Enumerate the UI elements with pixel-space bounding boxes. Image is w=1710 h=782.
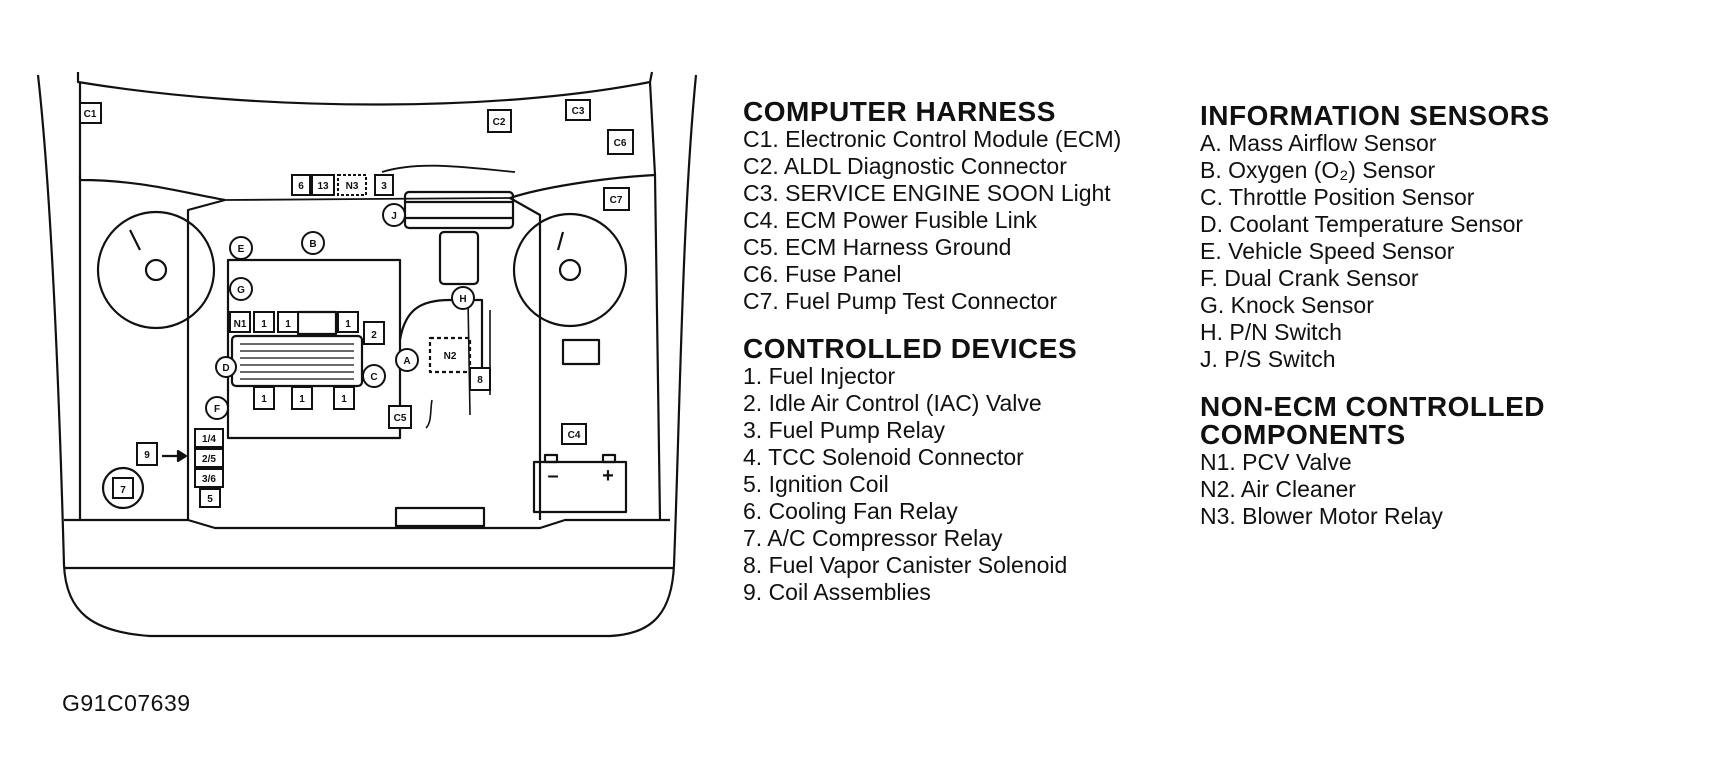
label-h: H bbox=[459, 294, 466, 305]
legend-non-ecm: NON-ECM CONTROLLED COMPONENTS N1. PCV Va… bbox=[1200, 393, 1550, 530]
label-b: B bbox=[309, 239, 316, 250]
label-n3: N3 bbox=[346, 181, 359, 192]
legend-heading: CONTROLLED DEVICES bbox=[743, 333, 1078, 364]
legend-item: 1. Fuel Injector bbox=[743, 363, 896, 389]
hood-line bbox=[76, 71, 654, 106]
label-1b: 1 bbox=[285, 319, 291, 330]
label-c4: C4 bbox=[568, 430, 581, 441]
legend-item: C2. ALDL Diagnostic Connector bbox=[743, 153, 1067, 179]
right-fender bbox=[509, 81, 657, 200]
legend-item: C6. Fuse Panel bbox=[743, 261, 902, 287]
filter-canister bbox=[438, 230, 480, 286]
legend-item: C5. ECM Harness Ground bbox=[743, 234, 1012, 260]
legend-left: COMPUTER HARNESS C1. Electronic Control … bbox=[743, 98, 1121, 626]
left-strut-tower bbox=[96, 210, 216, 330]
battery-minus-label: – bbox=[547, 465, 558, 487]
label-c6: C6 bbox=[614, 138, 627, 149]
legend-item: 8. Fuel Vapor Canister Solenoid bbox=[743, 552, 1068, 578]
legend-heading: COMPUTER HARNESS bbox=[743, 96, 1056, 127]
label-c7: C7 bbox=[610, 195, 623, 206]
legend-heading: INFORMATION SENSORS bbox=[1200, 100, 1550, 131]
label-2: 2 bbox=[371, 330, 377, 341]
label-n1: N1 bbox=[234, 319, 247, 330]
lower-bumper bbox=[64, 518, 670, 530]
legend-item: C3. SERVICE ENGINE SOON Light bbox=[743, 180, 1111, 206]
label-1d: 1 bbox=[261, 394, 267, 405]
legend-item: C. Throttle Position Sensor bbox=[1200, 184, 1475, 210]
label-c5: C5 bbox=[394, 413, 407, 424]
label-3: 3 bbox=[381, 181, 387, 192]
battery-plus-label: + bbox=[602, 465, 614, 487]
label-1e: 1 bbox=[299, 394, 305, 405]
legend-item: 2. Idle Air Control (IAC) Valve bbox=[743, 390, 1042, 416]
legend-controlled-devices: CONTROLLED DEVICES 1. Fuel Injector 2. I… bbox=[743, 335, 1121, 606]
label-7: 7 bbox=[120, 485, 126, 496]
legend-item: B. Oxygen (O₂) Sensor bbox=[1200, 157, 1436, 183]
battery bbox=[532, 460, 628, 514]
legend-heading: COMPONENTS bbox=[1200, 419, 1406, 450]
legend-information-sensors: INFORMATION SENSORS A. Mass Airflow Sens… bbox=[1200, 102, 1550, 373]
label-1c: 1 bbox=[345, 319, 351, 330]
label-9: 9 bbox=[144, 450, 150, 461]
label-e: E bbox=[238, 244, 245, 255]
label-13: 13 bbox=[317, 181, 329, 192]
label-j: J bbox=[391, 211, 397, 222]
legend-item: N2. Air Cleaner bbox=[1200, 476, 1356, 502]
label-8: 8 bbox=[477, 375, 483, 386]
engine-block bbox=[226, 258, 402, 440]
legend-item: C1. Electronic Control Module (ECM) bbox=[743, 126, 1122, 152]
label-c1: C1 bbox=[84, 109, 97, 120]
right-strut-tower bbox=[512, 212, 628, 328]
legend-item: 4. TCC Solenoid Connector bbox=[743, 444, 1024, 470]
label-25: 2/5 bbox=[202, 454, 216, 465]
legend-item: C4. ECM Power Fusible Link bbox=[743, 207, 1037, 233]
label-1a: 1 bbox=[261, 319, 267, 330]
label-f: F bbox=[214, 404, 220, 415]
legend-item: J. P/S Switch bbox=[1200, 346, 1336, 372]
legend-heading: NON-ECM CONTROLLED bbox=[1200, 391, 1545, 422]
legend-item: 5. Ignition Coil bbox=[743, 471, 889, 497]
legend-item: E. Vehicle Speed Sensor bbox=[1200, 238, 1455, 264]
legend-item: H. P/N Switch bbox=[1200, 319, 1342, 345]
legend-right: INFORMATION SENSORS A. Mass Airflow Sens… bbox=[1200, 102, 1550, 550]
legend-item: N1. PCV Valve bbox=[1200, 449, 1352, 475]
engine-compartment-diagram: C1 C2 C3 C4 C5 C6 C7 N3 N1 N2 6 13 3 1 1… bbox=[36, 71, 698, 638]
label-n2: N2 bbox=[444, 351, 457, 362]
coil-assembly-circle bbox=[101, 466, 145, 510]
label-c: C bbox=[370, 372, 377, 383]
legend-item: 3. Fuel Pump Relay bbox=[743, 417, 945, 443]
figure-id: G91C07639 bbox=[62, 690, 191, 716]
label-c3: C3 bbox=[572, 106, 585, 117]
label-6: 6 bbox=[298, 181, 304, 192]
engine-bay bbox=[186, 197, 542, 520]
legend-item: G. Knock Sensor bbox=[1200, 292, 1374, 318]
label-a: A bbox=[403, 356, 410, 367]
body-outline bbox=[36, 74, 698, 638]
legend-item: 6. Cooling Fan Relay bbox=[743, 498, 958, 524]
legend-item: A. Mass Airflow Sensor bbox=[1200, 130, 1437, 156]
legend-computer-harness: COMPUTER HARNESS C1. Electronic Control … bbox=[743, 98, 1121, 315]
label-36: 3/6 bbox=[202, 474, 216, 485]
label-c2: C2 bbox=[493, 117, 506, 128]
label-d: D bbox=[222, 363, 229, 374]
legend-item: D. Coolant Temperature Sensor bbox=[1200, 211, 1524, 237]
legend-item: 7. A/C Compressor Relay bbox=[743, 525, 1003, 551]
label-5: 5 bbox=[207, 494, 213, 505]
legend-item: N3. Blower Motor Relay bbox=[1200, 503, 1443, 529]
label-g: G bbox=[237, 285, 245, 296]
legend-item: C7. Fuel Pump Test Connector bbox=[743, 288, 1058, 314]
left-fender bbox=[78, 82, 226, 202]
legend-item: F. Dual Crank Sensor bbox=[1200, 265, 1419, 291]
label-1f: 1 bbox=[341, 394, 347, 405]
label-14: 1/4 bbox=[202, 434, 216, 445]
legend-item: 9. Coil Assemblies bbox=[743, 579, 931, 605]
